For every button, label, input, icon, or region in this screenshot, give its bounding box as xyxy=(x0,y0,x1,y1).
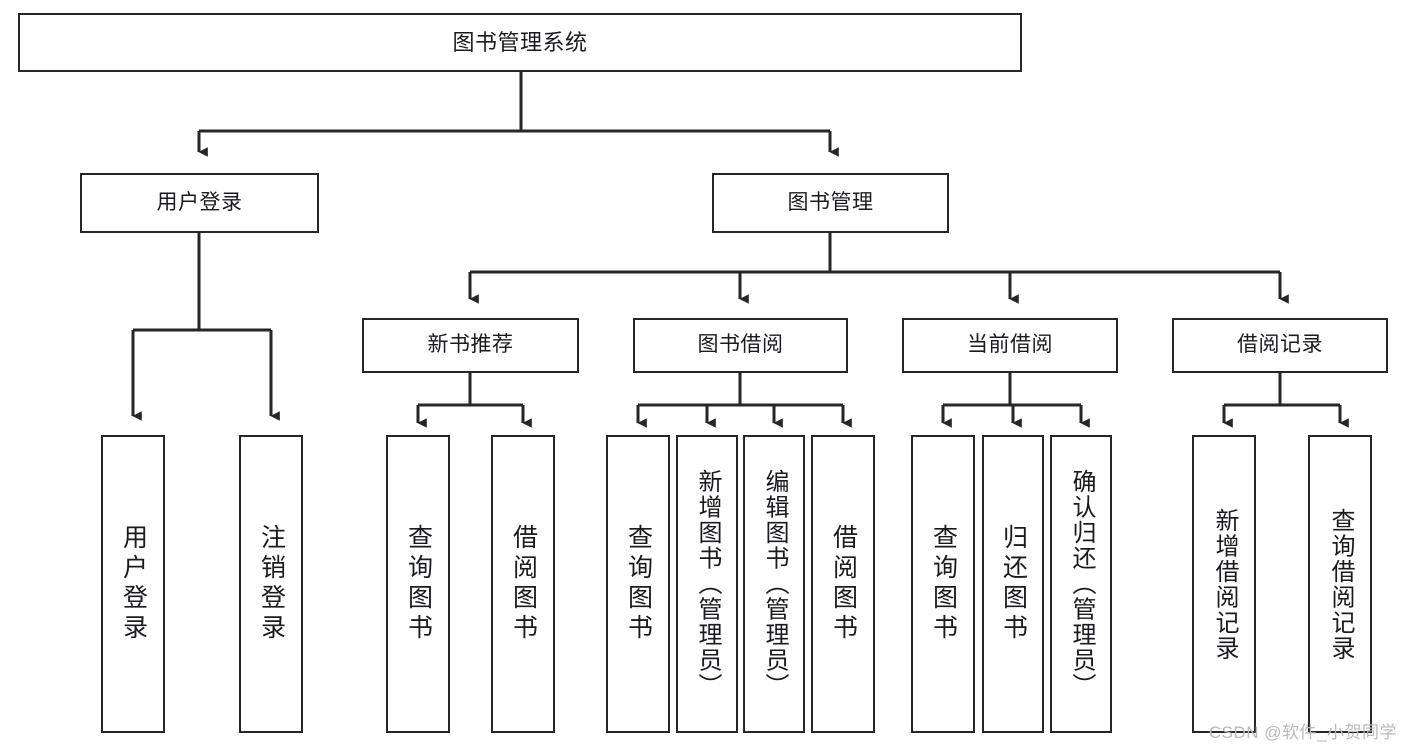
node-book-borrow[interactable]: 图书借阅 xyxy=(633,318,848,373)
node-label: 借阅图书 xyxy=(509,524,538,644)
node-label: 新书推荐 xyxy=(427,333,514,357)
node-label: 借阅记录 xyxy=(1237,333,1323,357)
node-label: 注销登录 xyxy=(257,524,286,644)
node-label: 确认归还（管理员） xyxy=(1068,469,1095,699)
node-label: 新增图书（管理员） xyxy=(694,469,721,699)
node-label: 用户登录 xyxy=(156,190,243,214)
node-label: 查询图书 xyxy=(404,524,433,644)
leaf-add-borrow-record[interactable]: 新增借阅记录 xyxy=(1192,435,1256,733)
leaf-add-book-admin[interactable]: 新增图书（管理员） xyxy=(676,435,738,733)
node-root-system[interactable]: 图书管理系统 xyxy=(18,13,1022,72)
node-label: 图书管理系统 xyxy=(452,29,588,55)
node-borrow-record[interactable]: 借阅记录 xyxy=(1172,318,1388,373)
leaf-borrow-book-newbook[interactable]: 借阅图书 xyxy=(491,435,555,733)
node-user-login[interactable]: 用户登录 xyxy=(80,173,319,233)
leaf-query-book-borrow[interactable]: 查询图书 xyxy=(606,435,670,733)
node-label: 借阅图书 xyxy=(829,524,858,644)
node-book-management[interactable]: 图书管理 xyxy=(712,173,949,233)
node-current-borrow[interactable]: 当前借阅 xyxy=(902,318,1118,373)
leaf-logout[interactable]: 注销登录 xyxy=(239,435,303,733)
node-label: 查询图书 xyxy=(929,524,958,644)
node-new-book-recommend[interactable]: 新书推荐 xyxy=(362,318,579,373)
leaf-return-book[interactable]: 归还图书 xyxy=(982,435,1044,733)
leaf-confirm-return-admin[interactable]: 确认归还（管理员） xyxy=(1050,435,1112,733)
node-label: 查询借阅记录 xyxy=(1327,507,1354,661)
leaf-borrow-book[interactable]: 借阅图书 xyxy=(811,435,875,733)
node-label: 归还图书 xyxy=(999,524,1028,644)
leaf-edit-book-admin[interactable]: 编辑图书（管理员） xyxy=(743,435,805,733)
node-label: 图书借阅 xyxy=(697,333,784,357)
leaf-query-borrow-record[interactable]: 查询借阅记录 xyxy=(1308,435,1372,733)
node-label: 图书管理 xyxy=(787,190,874,214)
node-label: 查询图书 xyxy=(624,524,653,644)
leaf-query-book-newbook[interactable]: 查询图书 xyxy=(386,435,450,733)
leaf-query-book-current[interactable]: 查询图书 xyxy=(911,435,975,733)
node-label: 新增借阅记录 xyxy=(1211,507,1238,661)
leaf-user-login[interactable]: 用户登录 xyxy=(101,435,165,733)
node-label: 当前借阅 xyxy=(967,333,1053,357)
node-label: 编辑图书（管理员） xyxy=(761,469,788,699)
watermark-text: CSDN @软件_小贺同学 xyxy=(1208,723,1397,742)
node-label: 用户登录 xyxy=(119,524,148,644)
